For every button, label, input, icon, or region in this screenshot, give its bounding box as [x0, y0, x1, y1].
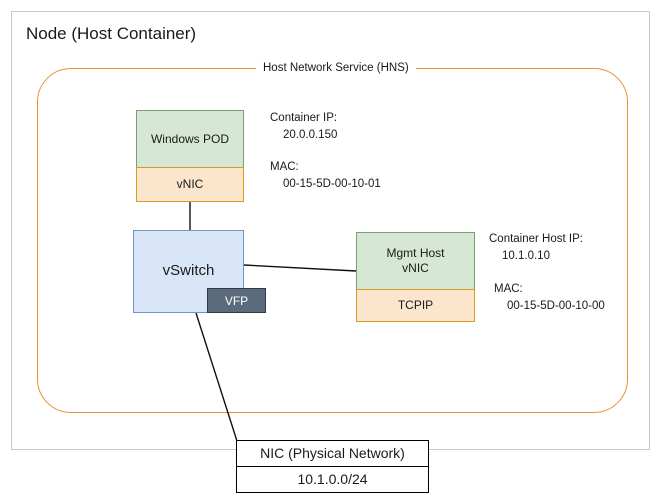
tcpip-box: TCPIP	[356, 289, 475, 322]
pod-mac-annotation: MAC: 00-15-5D-00-10-01	[270, 159, 381, 194]
vfp-label: VFP	[224, 293, 249, 308]
pod-ip-value: 20.0.0.150	[283, 129, 338, 142]
hns-label: Host Network Service (HNS)	[256, 60, 416, 77]
vfp-badge: VFP	[207, 288, 266, 313]
host-mac-value: 00-15-5D-00-10-00	[507, 300, 605, 313]
vswitch-label: vSwitch	[162, 262, 215, 280]
physical-nic-title: NIC (Physical Network)	[260, 444, 405, 461]
mgmt-host-vnic-label-line2: vNIC	[402, 261, 429, 275]
pod-ip-annotation: Container IP: 20.0.0.150	[270, 110, 337, 145]
host-ip-label: Container Host IP:	[489, 233, 583, 245]
pod-vnic-label: vNIC	[176, 177, 204, 191]
physical-nic-subnet-row: 10.1.0.0/24	[237, 467, 428, 492]
physical-nic-title-row: NIC (Physical Network)	[237, 441, 428, 467]
host-mac-label: MAC:	[494, 283, 523, 295]
host-ip-annotation: Container Host IP: 10.1.0.10	[489, 231, 583, 266]
mgmt-host-vnic-box: Mgmt Host vNIC	[356, 232, 475, 290]
tcpip-label: TCPIP	[397, 298, 434, 312]
host-ip-value: 10.1.0.10	[502, 250, 550, 263]
mgmt-host-vnic-label: Mgmt Host vNIC	[386, 246, 444, 276]
pod-mac-label: MAC:	[270, 161, 299, 173]
mgmt-host-vnic-label-line1: Mgmt Host	[386, 246, 445, 260]
pod-ip-label: Container IP:	[270, 112, 338, 124]
physical-nic-box: NIC (Physical Network) 10.1.0.0/24	[236, 440, 429, 493]
windows-pod-box: Windows POD	[136, 110, 244, 168]
node-title: Node (Host Container)	[26, 24, 197, 43]
host-mac-annotation: MAC: 00-15-5D-00-10-00	[494, 281, 605, 316]
pod-mac-value: 00-15-5D-00-10-01	[283, 178, 381, 191]
physical-nic-subnet: 10.1.0.0/24	[297, 470, 368, 487]
windows-pod-label: Windows POD	[150, 131, 230, 146]
pod-vnic-box: vNIC	[136, 167, 244, 202]
